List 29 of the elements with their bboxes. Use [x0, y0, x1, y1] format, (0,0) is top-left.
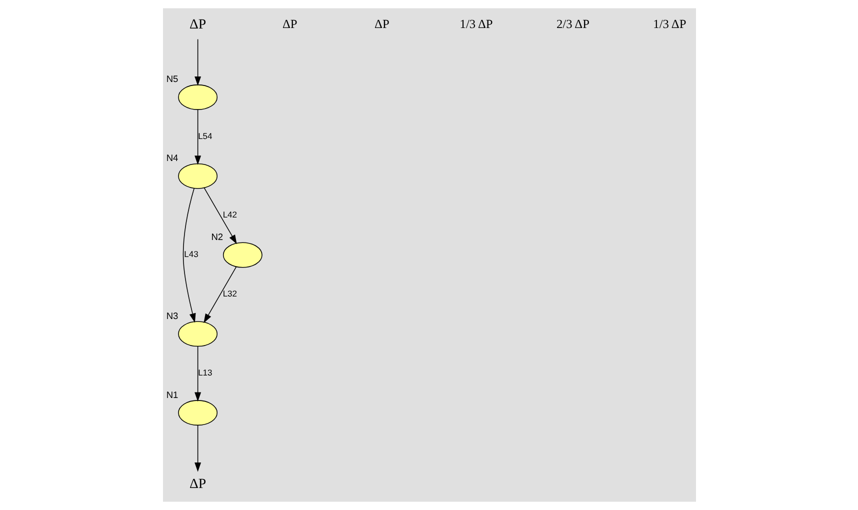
arrow [203, 188, 236, 244]
edge-label: L32 [222, 288, 237, 299]
node-text: ΔP [188, 18, 206, 33]
node-label: N1 [166, 390, 178, 400]
arrow [194, 38, 201, 86]
label: ΔP [282, 17, 297, 32]
edge-label: L13 [198, 368, 212, 378]
edge-label: L42 [222, 210, 237, 220]
arrow [203, 266, 236, 324]
node-label: N5 [166, 74, 178, 84]
node-label: N4 [166, 153, 178, 164]
edge-label: L43 [184, 249, 198, 260]
node-ellipse [178, 400, 218, 426]
arrow [194, 109, 201, 165]
node-text: ΔP [188, 477, 206, 492]
label: ΔP [374, 17, 389, 32]
node-ellipse [178, 163, 218, 189]
label: 1/3 ΔP [652, 17, 686, 32]
node-ellipse [178, 321, 218, 347]
edge-label: L54 [198, 130, 212, 141]
node-ellipse [178, 84, 218, 110]
node-label: N3 [166, 310, 178, 321]
node-ellipse [222, 242, 262, 268]
arrow [194, 424, 201, 472]
label: 1/3 ΔP [459, 17, 492, 32]
label: 2/3 ΔP [556, 17, 590, 32]
arrow [182, 188, 196, 323]
arrow [194, 346, 201, 402]
node-label: N2 [210, 232, 223, 242]
